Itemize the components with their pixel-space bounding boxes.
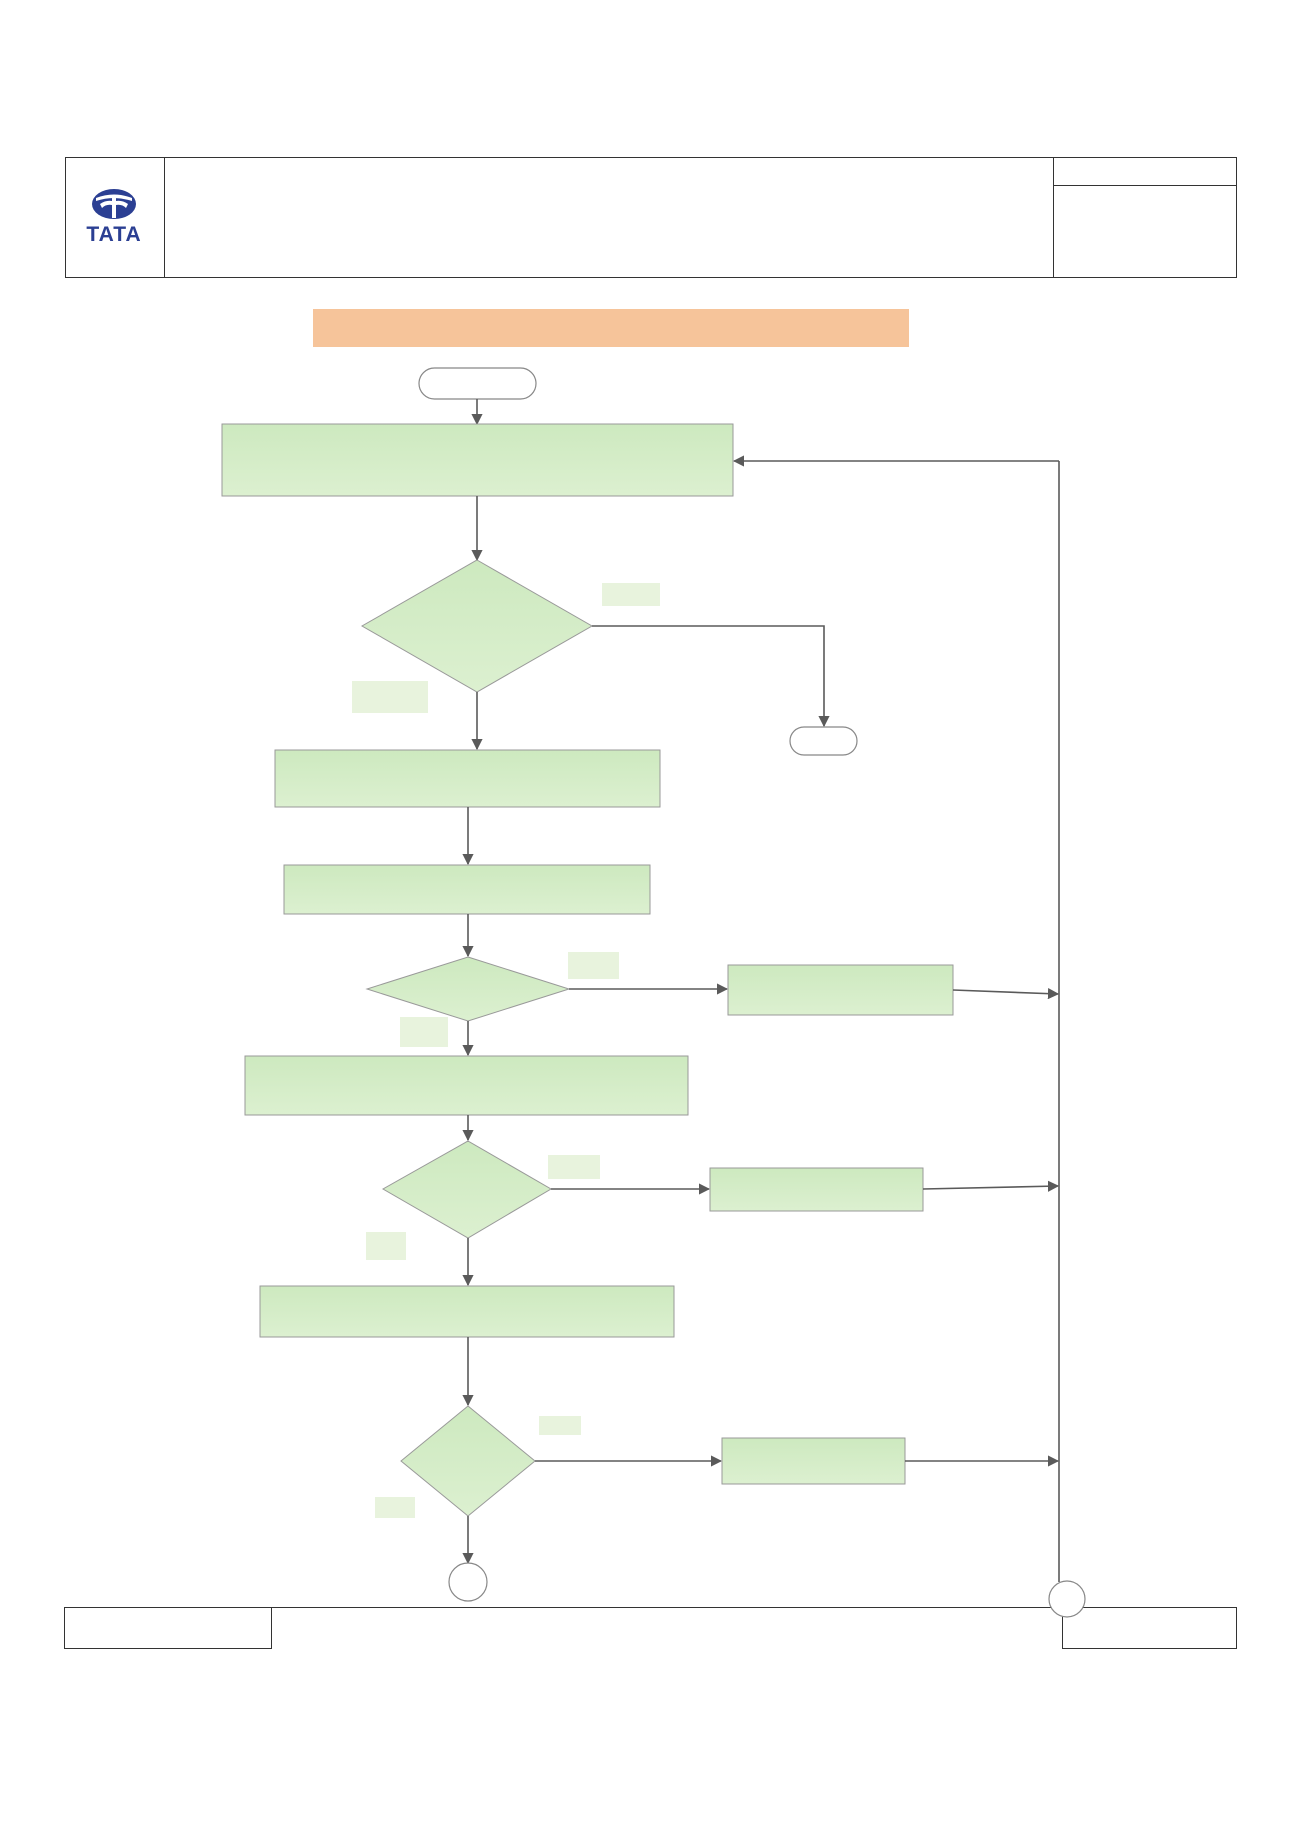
- process-box-4: [244, 1055, 689, 1116]
- footer-left-box: [64, 1607, 272, 1649]
- header-table: [65, 157, 1237, 278]
- process-box-1: [221, 423, 734, 497]
- offpage-connector-left: [448, 1562, 488, 1602]
- edge-label-1-yes: [602, 583, 660, 606]
- edge-side-process-1-to-loop: [952, 988, 1060, 1000]
- edge-decision-1-to-end: [592, 625, 830, 728]
- side-process-box-2: [709, 1167, 924, 1212]
- edge-label-4-yes: [539, 1416, 581, 1435]
- header-logo-cell-divider: [164, 157, 165, 278]
- header-right-cell-divider: [1053, 157, 1054, 278]
- side-process-box-1: [727, 964, 954, 1016]
- edge-side-process-2-to-loop: [922, 1180, 1060, 1192]
- tata-logo: TATA: [66, 159, 162, 275]
- header-right-row-divider: [1053, 185, 1237, 186]
- process-box-3: [283, 864, 651, 915]
- process-box-5: [259, 1285, 675, 1338]
- edge-label-2-yes: [568, 952, 619, 979]
- logo-wordmark: TATA: [86, 223, 142, 246]
- edge-label-3-no: [366, 1232, 406, 1260]
- edge-label-4-no: [375, 1497, 415, 1518]
- edge-label-3-yes: [548, 1155, 600, 1179]
- footer-right-box: [1062, 1607, 1237, 1649]
- edge-label-2-no: [400, 1017, 448, 1047]
- end-terminator: [789, 726, 858, 756]
- footer-rule: [270, 1607, 1062, 1608]
- tata-logo-icon: [92, 189, 136, 219]
- title-banner: [313, 309, 909, 347]
- process-box-2: [274, 749, 661, 808]
- edge-label-1-no: [352, 681, 428, 713]
- offpage-connector-right: [1048, 1580, 1086, 1618]
